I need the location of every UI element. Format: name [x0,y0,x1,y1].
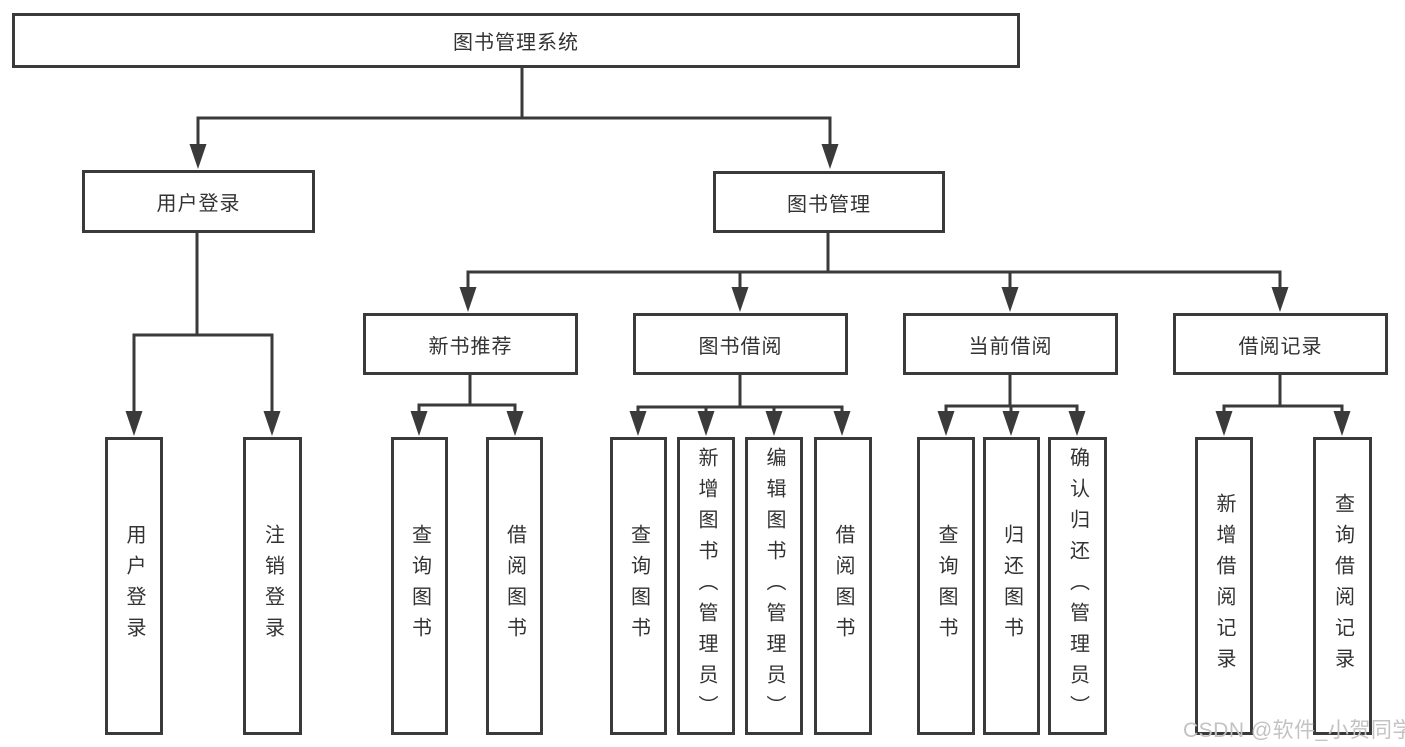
node-current-borrowing: 当前借阅 [903,313,1118,375]
node-label-v-borrow-book-1: 借阅图书 [503,524,526,648]
node-label-root: 图书管理系统 [453,32,579,54]
node-label-book-borrowing: 图书借阅 [698,335,783,358]
node-label-v-add-book-admin: 新增图书（管理员） [695,446,717,726]
node-v-user-login: 用户登录 [105,437,163,735]
arrowhead [506,411,524,436]
arrowhead [125,411,143,436]
arrowhead [459,287,477,312]
node-label-new-book-recommend: 新书推荐 [428,335,513,358]
arrowhead [1068,411,1086,436]
node-v-borrow-book-2: 借阅图书 [814,437,872,735]
node-v-query-book-1: 查询图书 [391,437,448,735]
node-v-add-borrow-record: 新增借阅记录 [1195,437,1253,735]
node-label-v-edit-book-admin: 编辑图书（管理员） [763,446,785,726]
connector-bookmgmt-to-level3 [466,231,1282,296]
arrowhead [263,411,281,436]
node-label-v-query-borrow-record: 查询借阅记录 [1331,493,1354,679]
connector-borrowrec-children [1222,373,1344,420]
connector-newbook-children [417,373,517,420]
node-v-query-book-3: 查询图书 [917,437,975,735]
node-label-user-login: 用户登录 [156,193,241,215]
node-v-logout: 注销登录 [243,437,302,735]
arrowhead [189,144,207,169]
node-v-edit-book-admin: 编辑图书（管理员） [745,437,803,735]
node-label-v-logout: 注销登录 [261,524,284,648]
node-v-borrow-book-1: 借阅图书 [486,437,543,735]
arrowhead [765,411,783,436]
connector-userlogin-children [132,231,274,420]
arrowhead [1001,287,1019,312]
arrowhead [1002,411,1020,436]
node-v-add-book-admin: 新增图书（管理员） [677,437,735,735]
watermark: CSDN @软件_小贺同学 [1183,719,1405,742]
arrowhead [1215,411,1233,436]
node-borrowing-records: 借阅记录 [1173,313,1388,375]
node-label-v-query-book-2: 查询图书 [627,524,650,648]
node-root: 图书管理系统 [12,13,1020,68]
arrowhead [629,411,647,436]
arrowhead [833,411,851,436]
arrowhead [937,411,955,436]
node-label-v-user-login: 用户登录 [123,524,145,648]
arrowhead [410,411,428,436]
connector-root-to-level2 [196,66,832,153]
node-new-book-recommend: 新书推荐 [363,313,578,375]
node-label-v-return-book: 归还图书 [1000,524,1023,648]
node-label-book-management: 图书管理 [787,193,871,216]
connector-bookborrow-children [636,373,844,420]
arrowhead [1333,411,1351,436]
node-label-v-query-book-1: 查询图书 [408,524,431,648]
node-label-v-confirm-return-admin: 确认归还（管理员） [1066,446,1089,726]
node-label-v-borrow-book-2: 借阅图书 [832,524,854,648]
arrowhead [731,287,749,312]
node-user-login: 用户登录 [82,170,315,233]
node-v-query-borrow-record: 查询借阅记录 [1313,437,1372,735]
arrowhead [1271,287,1289,312]
node-v-query-book-2: 查询图书 [610,437,667,735]
arrowhead [697,411,715,436]
arrowhead [821,144,839,169]
node-v-return-book: 归还图书 [983,437,1040,735]
node-label-borrowing-records: 借阅记录 [1238,335,1323,358]
node-book-management: 图书管理 [713,171,945,233]
node-label-v-add-borrow-record: 新增借阅记录 [1213,493,1235,679]
node-book-borrowing: 图书借阅 [633,313,848,375]
node-label-v-query-book-3: 查询图书 [935,524,957,648]
node-label-current-borrowing: 当前借阅 [968,335,1053,358]
node-v-confirm-return-admin: 确认归还（管理员） [1048,437,1107,735]
